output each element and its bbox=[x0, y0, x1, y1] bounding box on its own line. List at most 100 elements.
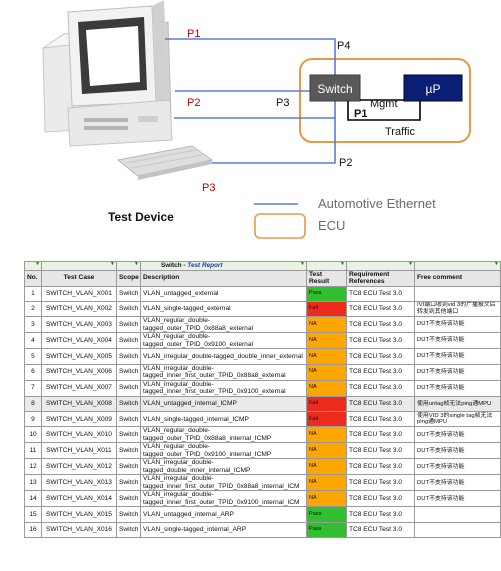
filter-cell-case[interactable]: ▼ bbox=[41, 261, 117, 271]
description-cell: VLAN_untagged_internal_ARP bbox=[140, 506, 307, 523]
description-cell: VLAN_irregular_double-tagged_inner_first… bbox=[140, 490, 307, 508]
legend-ecu-label: ECU bbox=[318, 218, 345, 233]
test-result-cell: NA bbox=[306, 490, 347, 508]
filter-cell-comment[interactable]: ▼ bbox=[414, 261, 501, 271]
legend-ecu-swatch bbox=[254, 213, 306, 239]
test-result-cell: NA bbox=[306, 332, 347, 350]
row-number: 11 bbox=[24, 442, 42, 460]
requirement-reference-cell: TC8 ECU Test 3.0 bbox=[346, 506, 415, 523]
requirement-reference-cell: TC8 ECU Test 3.0 bbox=[346, 474, 415, 492]
filter-cell-ref[interactable]: ▼ bbox=[346, 261, 415, 271]
ethernet-lines bbox=[165, 38, 336, 164]
filter-cell-no[interactable]: ▼ bbox=[24, 261, 42, 271]
test-case-cell: SWITCH_VLAN_X001 bbox=[41, 285, 117, 302]
requirement-reference-cell: TC8 ECU Test 3.0 bbox=[346, 379, 415, 397]
free-comment-cell: DUT不支持该功能 bbox=[414, 490, 501, 508]
row-number: 7 bbox=[24, 379, 42, 397]
free-comment-cell: DUT不支持该功能 bbox=[414, 474, 501, 492]
free-comment-cell: DUT不支持该功能 bbox=[414, 348, 501, 365]
free-comment-cell: DUT不支持该功能 bbox=[414, 442, 501, 460]
row-number: 2 bbox=[24, 300, 42, 318]
description-cell: VLAN_irregular_double-tagged_double_inne… bbox=[140, 348, 307, 365]
row-number: 12 bbox=[24, 458, 42, 476]
mgmt-label: Mgmt bbox=[370, 98, 398, 110]
test-report-table-container: ▼ ▼ ▼ Switch - Test Report ▼ ▼ ▼ ▼ No. T… bbox=[24, 261, 501, 539]
column-header-free-comment[interactable]: Free comment bbox=[414, 269, 501, 287]
requirement-reference-cell: TC8 ECU Test 3.0 bbox=[346, 521, 415, 539]
filter-dropdown-icon[interactable]: ▼ bbox=[35, 261, 40, 267]
requirement-reference-cell: TC8 ECU Test 3.0 bbox=[346, 442, 415, 460]
column-header-no[interactable]: No. bbox=[24, 269, 42, 287]
requirement-reference-cell: TC8 ECU Test 3.0 bbox=[346, 458, 415, 476]
free-comment-cell: DUT不支持该功能 bbox=[414, 379, 501, 397]
test-case-cell: SWITCH_VLAN_X006 bbox=[41, 363, 117, 381]
test-result-cell: NA bbox=[306, 426, 347, 444]
description-cell: VLAN_irregular_double-tagged_inner_first… bbox=[140, 474, 307, 492]
row-number: 9 bbox=[24, 411, 42, 428]
row-number: 8 bbox=[24, 395, 42, 413]
traffic-label: Traffic bbox=[385, 126, 415, 138]
row-number: 5 bbox=[24, 348, 42, 365]
column-header-requirement-references[interactable]: Requirement References bbox=[346, 269, 415, 287]
free-comment-cell: DUT不支持该功能 bbox=[414, 426, 501, 444]
filter-dropdown-icon[interactable]: ▼ bbox=[408, 261, 413, 267]
description-cell: VLAN_irregular_double-tagged_inner_first… bbox=[140, 379, 307, 397]
filter-dropdown-icon[interactable]: ▼ bbox=[340, 261, 345, 267]
description-cell: VLAN_irregular_double-tagged_double_inne… bbox=[140, 458, 307, 476]
filter-dropdown-icon[interactable]: ▼ bbox=[494, 261, 499, 267]
free-comment-cell: DUT不支持该功能 bbox=[414, 458, 501, 476]
port-label-p4: P4 bbox=[337, 40, 350, 52]
free-comment-cell bbox=[414, 285, 501, 302]
description-cell: VLAN_regular_double-tagged_outer_TPID_0x… bbox=[140, 332, 307, 350]
test-result-cell: NA bbox=[306, 458, 347, 476]
free-comment-cell: DUT不支持该功能 bbox=[414, 363, 501, 381]
scope-cell: Switch bbox=[116, 379, 141, 397]
requirement-reference-cell: TC8 ECU Test 3.0 bbox=[346, 395, 415, 413]
scope-cell: Switch bbox=[116, 411, 141, 428]
filter-dropdown-icon[interactable]: ▼ bbox=[134, 261, 139, 267]
test-case-cell: SWITCH_VLAN_X014 bbox=[41, 490, 117, 508]
test-result-cell: NA bbox=[306, 379, 347, 397]
test-case-cell: SWITCH_VLAN_X016 bbox=[41, 521, 117, 539]
filter-dropdown-icon[interactable]: ▼ bbox=[110, 261, 115, 267]
column-header-test-case[interactable]: Test Case bbox=[41, 269, 117, 287]
test-result-cell: Pass bbox=[306, 285, 347, 302]
column-header-scope[interactable]: Scope bbox=[116, 269, 141, 287]
filter-cell-result[interactable]: ▼ bbox=[306, 261, 347, 271]
legend: Automotive Ethernet ECU bbox=[254, 196, 436, 239]
free-comment-cell: 使用VID 3的single tag帧无法ping通MPU bbox=[414, 411, 501, 428]
row-number: 4 bbox=[24, 332, 42, 350]
test-result-cell: NA bbox=[306, 442, 347, 460]
scope-cell: Switch bbox=[116, 442, 141, 460]
column-header-test-result[interactable]: Test Result bbox=[306, 269, 347, 287]
scope-cell: Switch bbox=[116, 363, 141, 381]
row-number: 1 bbox=[24, 285, 42, 302]
test-result-cell: Fail bbox=[306, 395, 347, 413]
description-cell: VLAN_untagged_external bbox=[140, 285, 307, 302]
test-result-cell: NA bbox=[306, 474, 347, 492]
filter-cell-scope[interactable]: ▼ bbox=[116, 261, 141, 271]
requirement-reference-cell: TC8 ECU Test 3.0 bbox=[346, 348, 415, 365]
filter-cell-desc[interactable]: Switch - Test Report ▼ bbox=[140, 261, 307, 271]
requirement-reference-cell: TC8 ECU Test 3.0 bbox=[346, 285, 415, 302]
filter-dropdown-icon[interactable]: ▼ bbox=[300, 261, 305, 267]
test-case-cell: SWITCH_VLAN_X015 bbox=[41, 506, 117, 523]
column-header-description[interactable]: Description bbox=[140, 269, 307, 287]
free-comment-cell: DUT不支持该功能 bbox=[414, 316, 501, 334]
